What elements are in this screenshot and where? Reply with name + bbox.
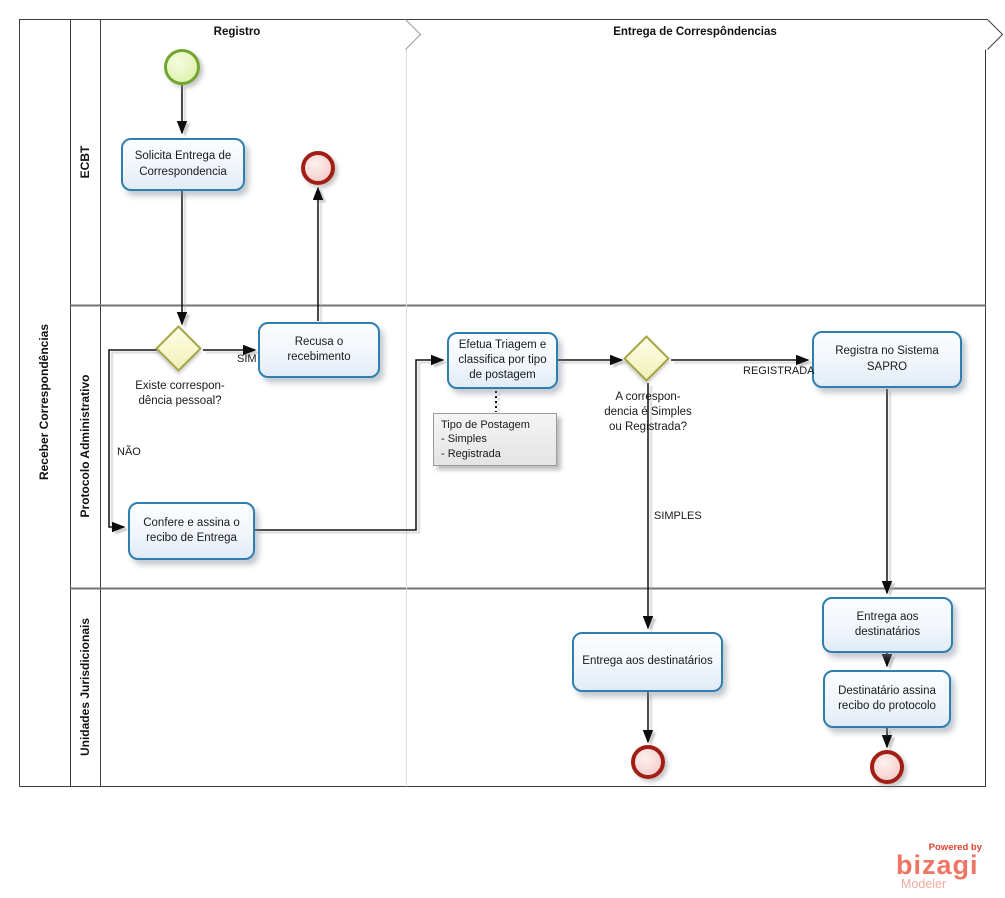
bizagi-logo: Powered by bizagi Modeler bbox=[874, 842, 990, 891]
gateway-simples-ou-registrada-label: A correspon- dencia é Simples ou Registr… bbox=[604, 391, 692, 433]
phase-label-registro: Registro bbox=[213, 26, 261, 38]
pool-right-chevron bbox=[987, 19, 1004, 50]
phase-label-entrega-de-correspondencias: Entrega de Correspôndencias bbox=[613, 26, 777, 38]
flow-label-sim: SIM bbox=[237, 353, 257, 365]
task-recusa-recebimento[interactable]: Recusa o recebimento bbox=[258, 322, 380, 378]
lane-label-ecbt: ECBT bbox=[78, 145, 92, 179]
task-entrega-destinatarios-direita[interactable]: Entrega aos destinatários bbox=[822, 597, 953, 653]
end-event-simples[interactable] bbox=[631, 745, 665, 779]
flow-label-registrada: REGISTRADA bbox=[743, 365, 815, 377]
modeler-label: Modeler bbox=[901, 876, 947, 891]
task-registra-sistema-sapro[interactable]: Registra no Sistema SAPRO bbox=[812, 331, 962, 388]
task-confere-assina-recibo[interactable]: Confere e assina o recibo de Entrega bbox=[128, 502, 255, 560]
end-event-registrada[interactable] bbox=[870, 750, 904, 784]
task-efetua-triagem[interactable]: Efetua Triagem e classifica por tipo de … bbox=[447, 332, 558, 389]
bizagi-brand: bizagi bbox=[896, 850, 979, 880]
flow-gateway1-nao-to-confere[interactable] bbox=[108, 349, 157, 533]
flow-label-simples: SIMPLES bbox=[654, 510, 702, 522]
task-destinatario-assina-recibo[interactable]: Destinatário assina recibo do protocolo bbox=[823, 670, 951, 728]
annotation-tipo-de-postagem[interactable]: Tipo de Postagem - Simples - Registrada bbox=[433, 413, 557, 466]
pool-border bbox=[19, 19, 988, 787]
flow-label-nao: NÃO bbox=[117, 446, 141, 458]
gateway-existe-correspondencia-label: Existe correspon- dência pessoal? bbox=[135, 380, 225, 407]
lane-label-protocolo-administrativo: Protocolo Administrativo bbox=[78, 374, 92, 518]
phase-divider-chevron bbox=[405, 19, 422, 50]
lane-label-unidades-jurisdicionais: Unidades Jurisdicionais bbox=[78, 617, 92, 757]
powered-by-label: Powered by bbox=[928, 842, 982, 853]
start-event[interactable] bbox=[164, 49, 200, 85]
task-solicita-entrega[interactable]: Solicita Entrega de Correspondencia bbox=[121, 138, 245, 191]
flow-confere-to-triagem[interactable] bbox=[255, 354, 445, 531]
end-event-recusa[interactable] bbox=[301, 151, 335, 185]
task-entrega-destinatarios-centro[interactable]: Entrega aos destinatários bbox=[572, 632, 723, 692]
pool-label: Receber Correspondências bbox=[37, 323, 51, 481]
